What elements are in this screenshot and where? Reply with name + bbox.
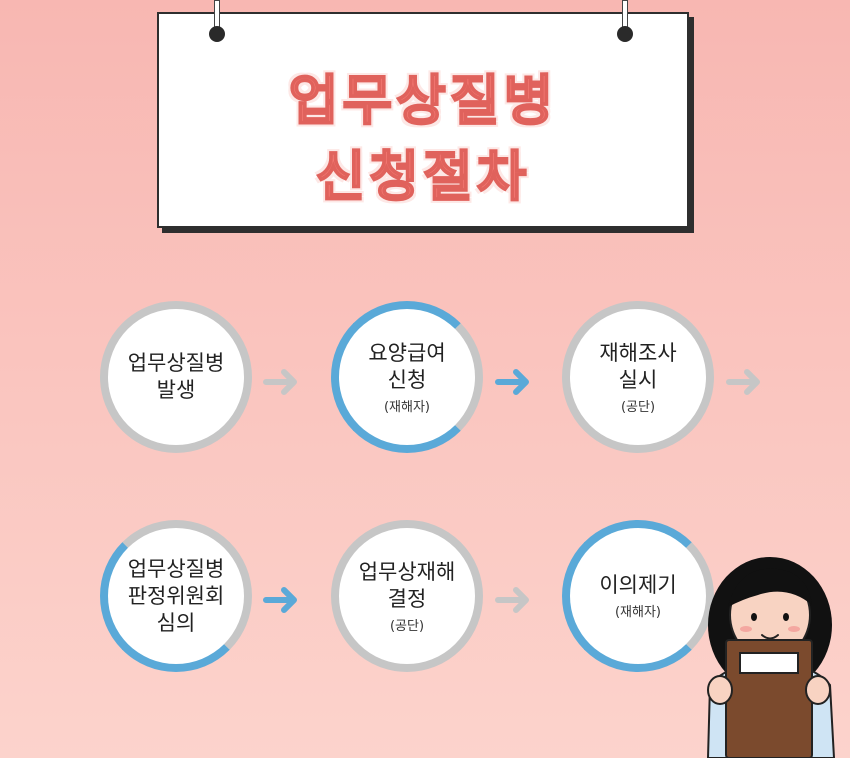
title-line-1: 업무상질병 — [159, 56, 687, 135]
step-label: 이의제기 — [599, 572, 676, 599]
step-label: 업무상질병 발생 — [128, 350, 225, 404]
step-label: 요양급여 신청 — [368, 340, 445, 394]
left-hole — [209, 26, 225, 42]
step-occurrence: 업무상질병 발생 — [100, 301, 252, 453]
step-label: 업무상재해 결정 — [359, 559, 456, 613]
arrow-right-icon — [262, 362, 302, 402]
step-actor: (공단) — [390, 615, 424, 634]
step-label: 재해조사 실시 — [599, 340, 676, 394]
step-investigation: 재해조사 실시 (공단) — [562, 301, 714, 453]
step-actor: (재해자) — [615, 601, 661, 620]
arrow-right-icon — [725, 362, 765, 402]
title-signboard: 업무상질병 신청절차 — [157, 12, 689, 228]
step-decision: 업무상재해 결정 (공단) — [331, 520, 483, 672]
step-committee-review: 업무상질병 판정위원회 심의 — [100, 520, 252, 672]
step-label: 업무상질병 판정위원회 심의 — [128, 556, 225, 637]
arrow-right-icon — [262, 580, 302, 620]
right-hole — [617, 26, 633, 42]
step-application: 요양급여 신청 (재해자) — [331, 301, 483, 453]
title-line-2: 신청절차 — [159, 132, 687, 211]
step-actor: (공단) — [621, 396, 655, 415]
arrow-right-icon — [494, 580, 534, 620]
step-actor: (재해자) — [384, 396, 430, 415]
person-with-document-illustration — [688, 555, 850, 758]
arrow-right-icon — [494, 362, 534, 402]
